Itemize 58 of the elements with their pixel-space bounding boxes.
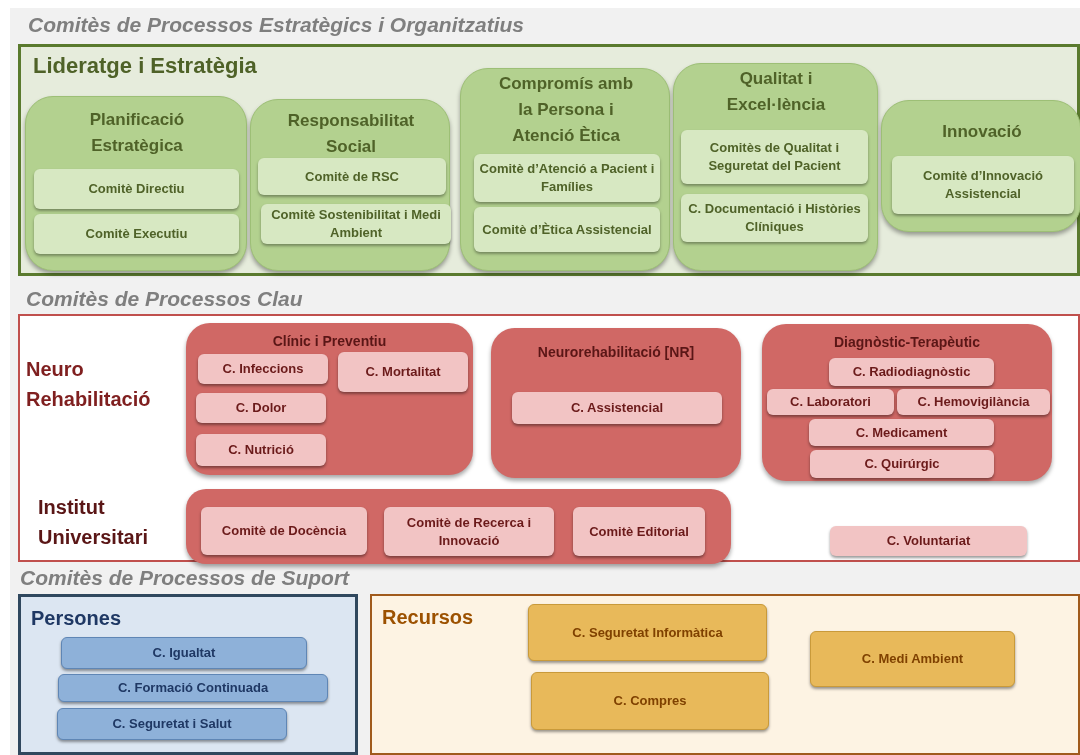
committee-box: Comitè Executiu: [34, 214, 239, 254]
section-heading: Comitès de Processos de Suport: [20, 565, 350, 591]
committee-group: [762, 324, 1052, 481]
group-title: Compromís amb la Persona i Atenció Ètica: [497, 73, 635, 147]
committee-box: Comitè Sostenibilitat i Medi Ambient: [261, 204, 451, 244]
committee-box: Comitè d’Atenció a Pacient i Famílies: [474, 154, 660, 202]
group-title: Innovació: [941, 121, 1023, 143]
committee-box: C. Quirúrgic: [810, 450, 994, 478]
section-title: Recursos: [382, 605, 475, 630]
section-title: Neuro Rehabilitació: [26, 357, 152, 412]
committee-box: C. Voluntariat: [830, 526, 1027, 556]
committee-group: [25, 96, 247, 271]
committee-group: [250, 99, 450, 271]
committee-box: C. Formació Continuada: [58, 674, 328, 702]
committee-box: C. Igualtat: [61, 637, 307, 669]
committee-box: C. Laboratori: [767, 389, 894, 415]
committee-box: Comitè d’Ètica Assistencial: [474, 207, 660, 252]
committee-box: C. Mortalitat: [338, 352, 468, 392]
committee-group: [881, 100, 1080, 232]
committee-group: [186, 489, 731, 564]
committee-box: C. Medi Ambient: [810, 631, 1015, 687]
section-title: Lideratge i Estratègia: [33, 52, 258, 80]
section-title: Persones: [31, 606, 123, 631]
committee-box: C. Medicament: [809, 419, 994, 446]
group-title: Neurorehabilitació [NR]: [536, 343, 696, 362]
committee-box: C. Hemovigilància: [897, 389, 1050, 415]
section-title: Institut Universitari: [38, 495, 150, 550]
section-heading: Comitès de Processos Clau: [26, 286, 303, 312]
committee-group: [460, 68, 670, 271]
committee-box: Comitè de Docència: [201, 507, 367, 555]
committee-box: C. Dolor: [196, 393, 326, 423]
committee-box: Comitès de Qualitat i Seguretat del Pacient: [681, 130, 868, 184]
committee-box: C. Seguretat Informàtica: [528, 604, 767, 661]
committee-group: [673, 63, 878, 271]
section-frame: [18, 314, 1080, 562]
committee-box: C. Infeccions: [198, 354, 328, 384]
committee-box: C. Radiodiagnòstic: [829, 358, 994, 386]
committee-box: C. Assistencial: [512, 392, 722, 424]
group-title: Responsabilitat Social: [286, 110, 416, 158]
section-heading: Comitès de Processos Estratègics i Organitzatius: [28, 12, 524, 38]
group-title: Diagnòstic-Terapèutic: [833, 333, 981, 352]
committee-box: C. Seguretat i Salut: [57, 708, 287, 740]
committee-box: C. Nutrició: [196, 434, 326, 466]
committee-box: C. Documentació i Històries Clíniques: [681, 194, 868, 242]
group-title: Qualitat i Excel·lència: [725, 68, 827, 116]
section-frame: [370, 594, 1080, 755]
committee-box: Comitè Editorial: [573, 507, 705, 556]
section-frame: [18, 594, 358, 755]
group-title: Clínic i Preventiu: [271, 332, 388, 351]
committee-box: Comitè d’Innovació Assistencial: [892, 156, 1074, 214]
committee-box: Comitè Directiu: [34, 169, 239, 209]
committee-box: C. Compres: [531, 672, 769, 730]
group-title: Planificació Estratègica: [88, 109, 186, 157]
committee-box: Comitè de Recerca i Innovació: [384, 507, 554, 556]
section-frame: [18, 44, 1080, 276]
committee-box: Comitè de RSC: [258, 158, 446, 195]
committee-group: [186, 323, 473, 475]
committee-group: [491, 328, 741, 478]
